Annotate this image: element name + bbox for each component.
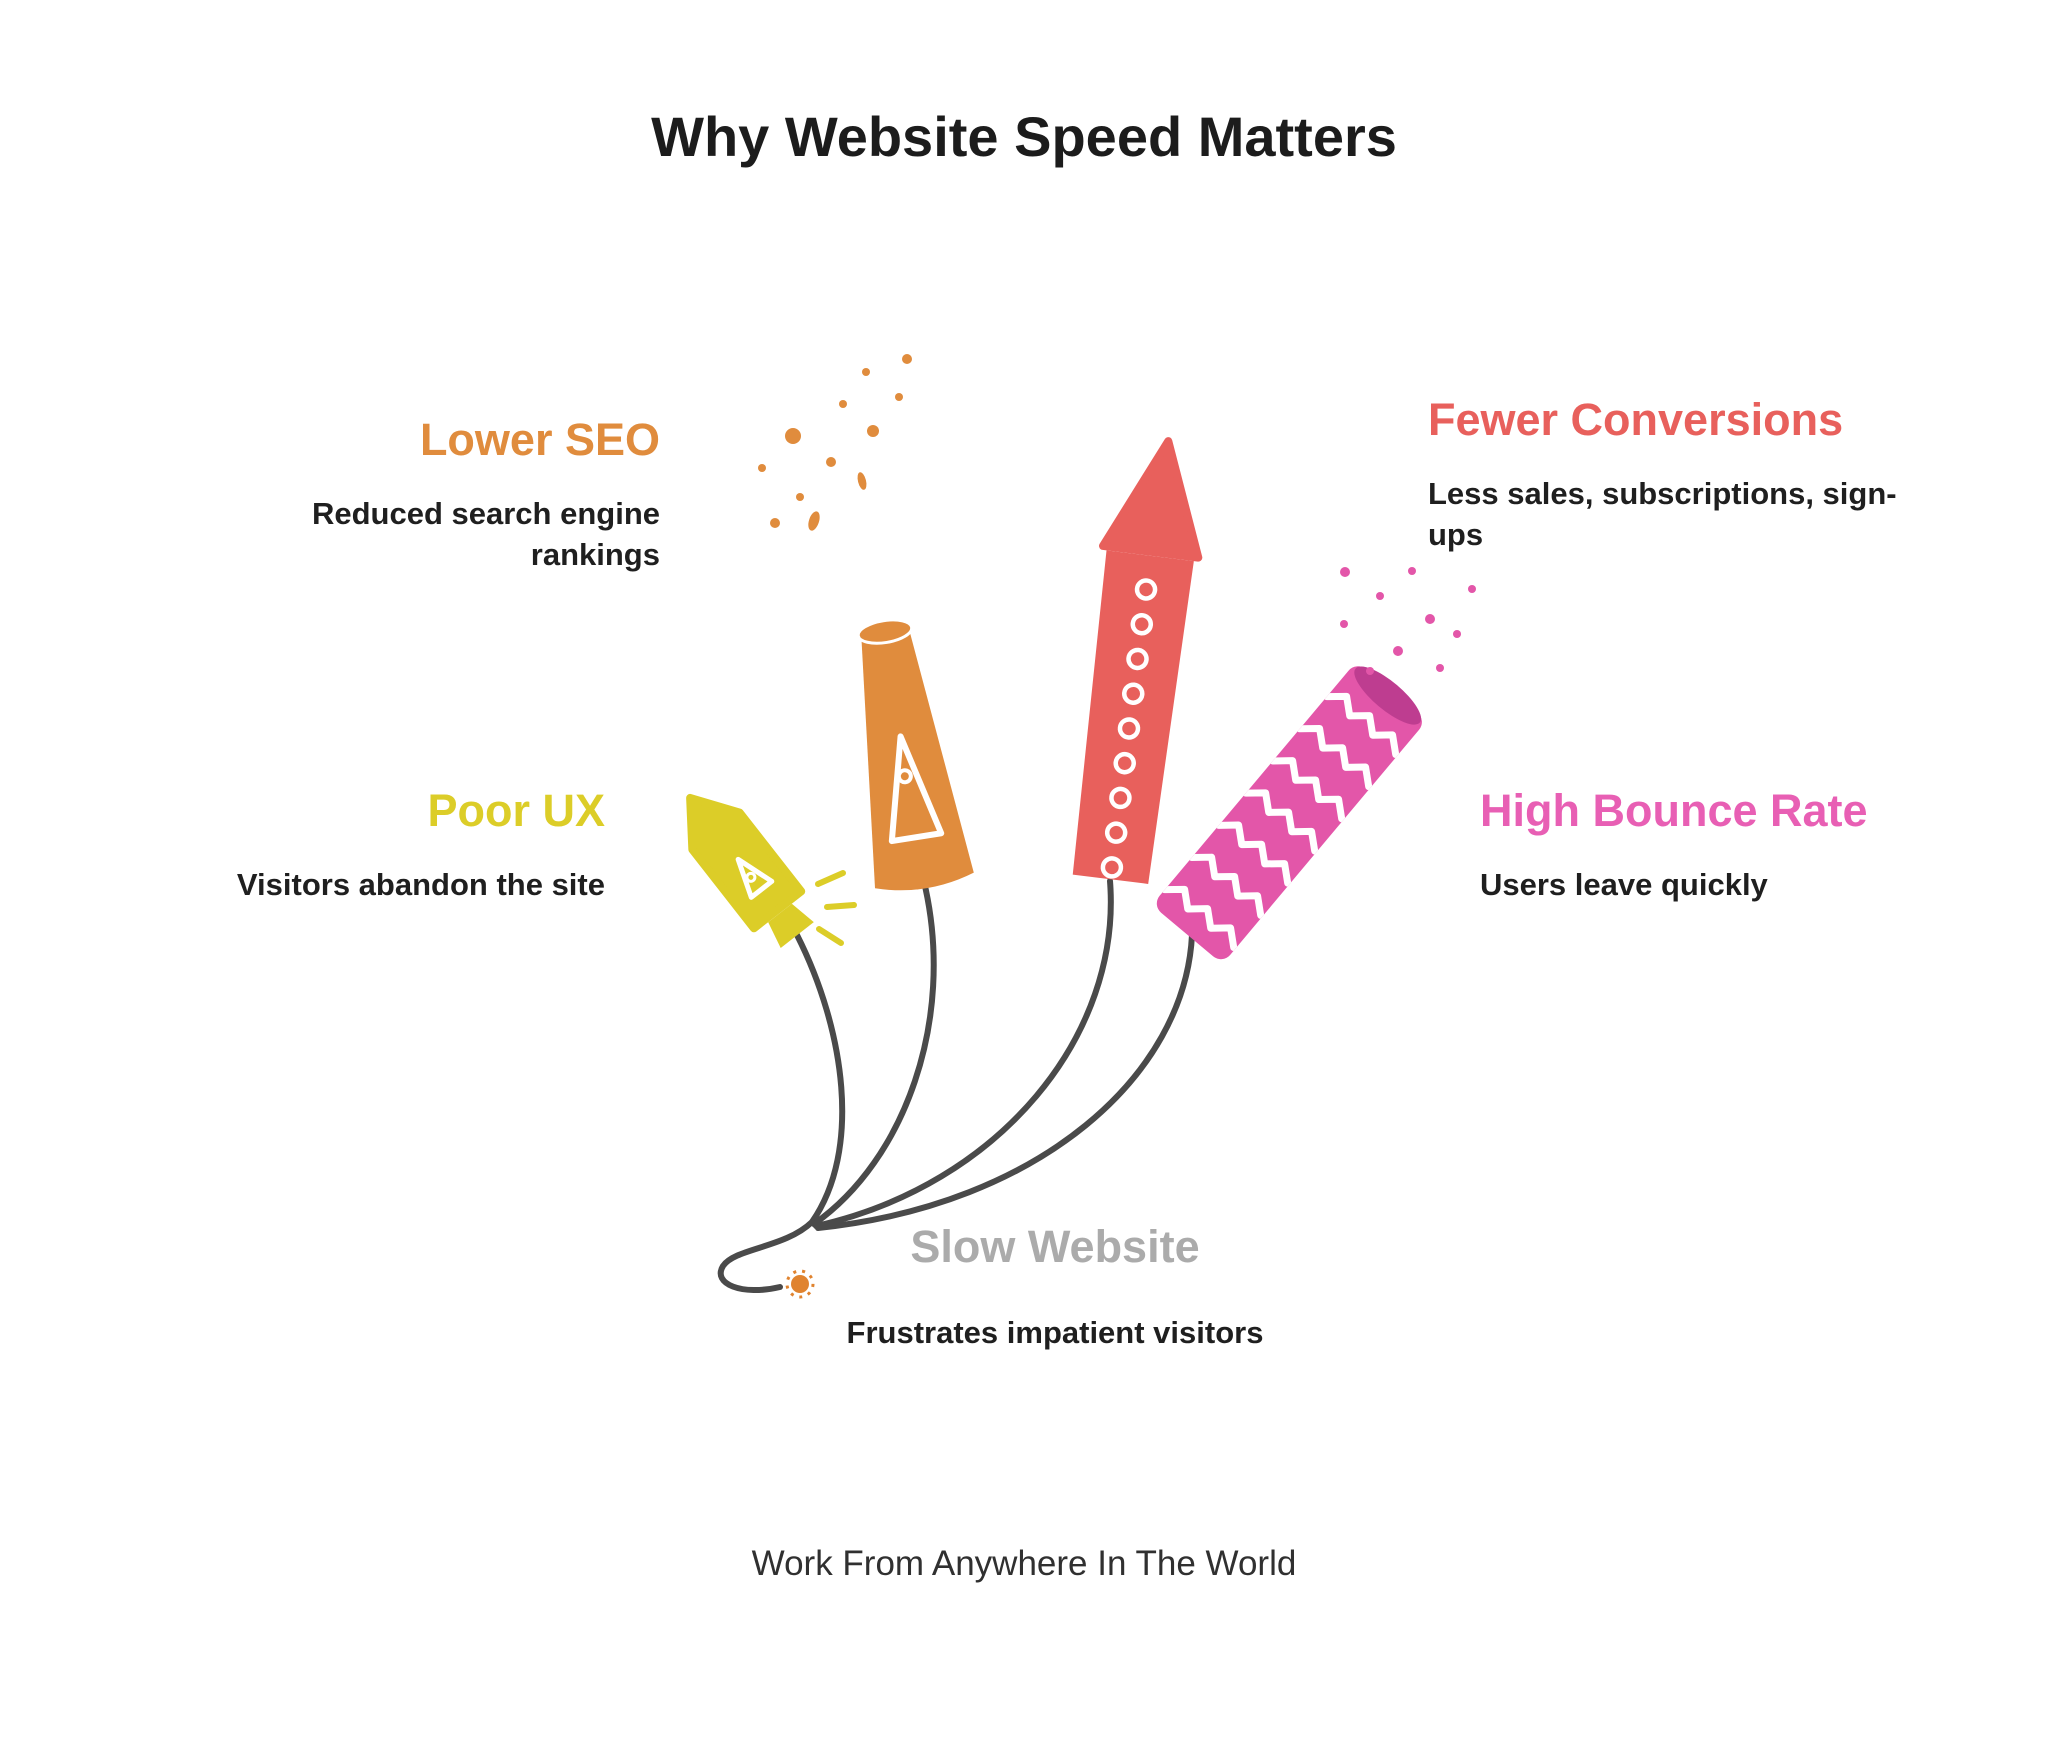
center-slow-website: Slow Website Frustrates impatient visito… bbox=[845, 1222, 1265, 1353]
tall-rocket-icon bbox=[1072, 437, 1203, 884]
item-poor-ux: Poor UX Visitors abandon the site bbox=[170, 786, 605, 905]
item-lower-seo: Lower SEO Reduced search engine rankings bbox=[230, 415, 660, 575]
item-high-bounce-rate-description: Users leave quickly bbox=[1480, 866, 1768, 902]
center-slow-website-description: Frustrates impatient visitors bbox=[846, 1314, 1264, 1350]
item-lower-seo-label: Lower SEO bbox=[419, 414, 660, 465]
item-fewer-conversions-label: Fewer Conversions bbox=[1428, 394, 1844, 445]
item-lower-seo-description: Reduced search engine rankings bbox=[311, 495, 660, 572]
item-fewer-conversions: Fewer Conversions Less sales, subscripti… bbox=[1428, 395, 1918, 555]
small-rocket-icon bbox=[686, 793, 857, 948]
footer-caption: Work From Anywhere In The World bbox=[751, 1544, 1297, 1583]
item-high-bounce-rate: High Bounce Rate Users leave quickly bbox=[1480, 786, 1950, 905]
item-fewer-conversions-description: Less sales, subscriptions, sign-ups bbox=[1428, 475, 1897, 552]
pink-sparks bbox=[1340, 567, 1476, 675]
item-high-bounce-rate-label: High Bounce Rate bbox=[1480, 785, 1868, 836]
firecracker-icon bbox=[1156, 567, 1476, 960]
spark-icon bbox=[785, 1269, 815, 1299]
center-slow-website-label: Slow Website bbox=[910, 1221, 1200, 1272]
fuse-lines bbox=[717, 878, 1195, 1293]
item-poor-ux-label: Poor UX bbox=[427, 785, 605, 836]
orange-sparks bbox=[758, 354, 912, 531]
page-title: Why Website Speed Matters bbox=[651, 105, 1397, 168]
cone-firework-icon bbox=[758, 354, 974, 891]
yellow-sparks bbox=[815, 870, 857, 946]
item-poor-ux-description: Visitors abandon the site bbox=[236, 866, 605, 902]
